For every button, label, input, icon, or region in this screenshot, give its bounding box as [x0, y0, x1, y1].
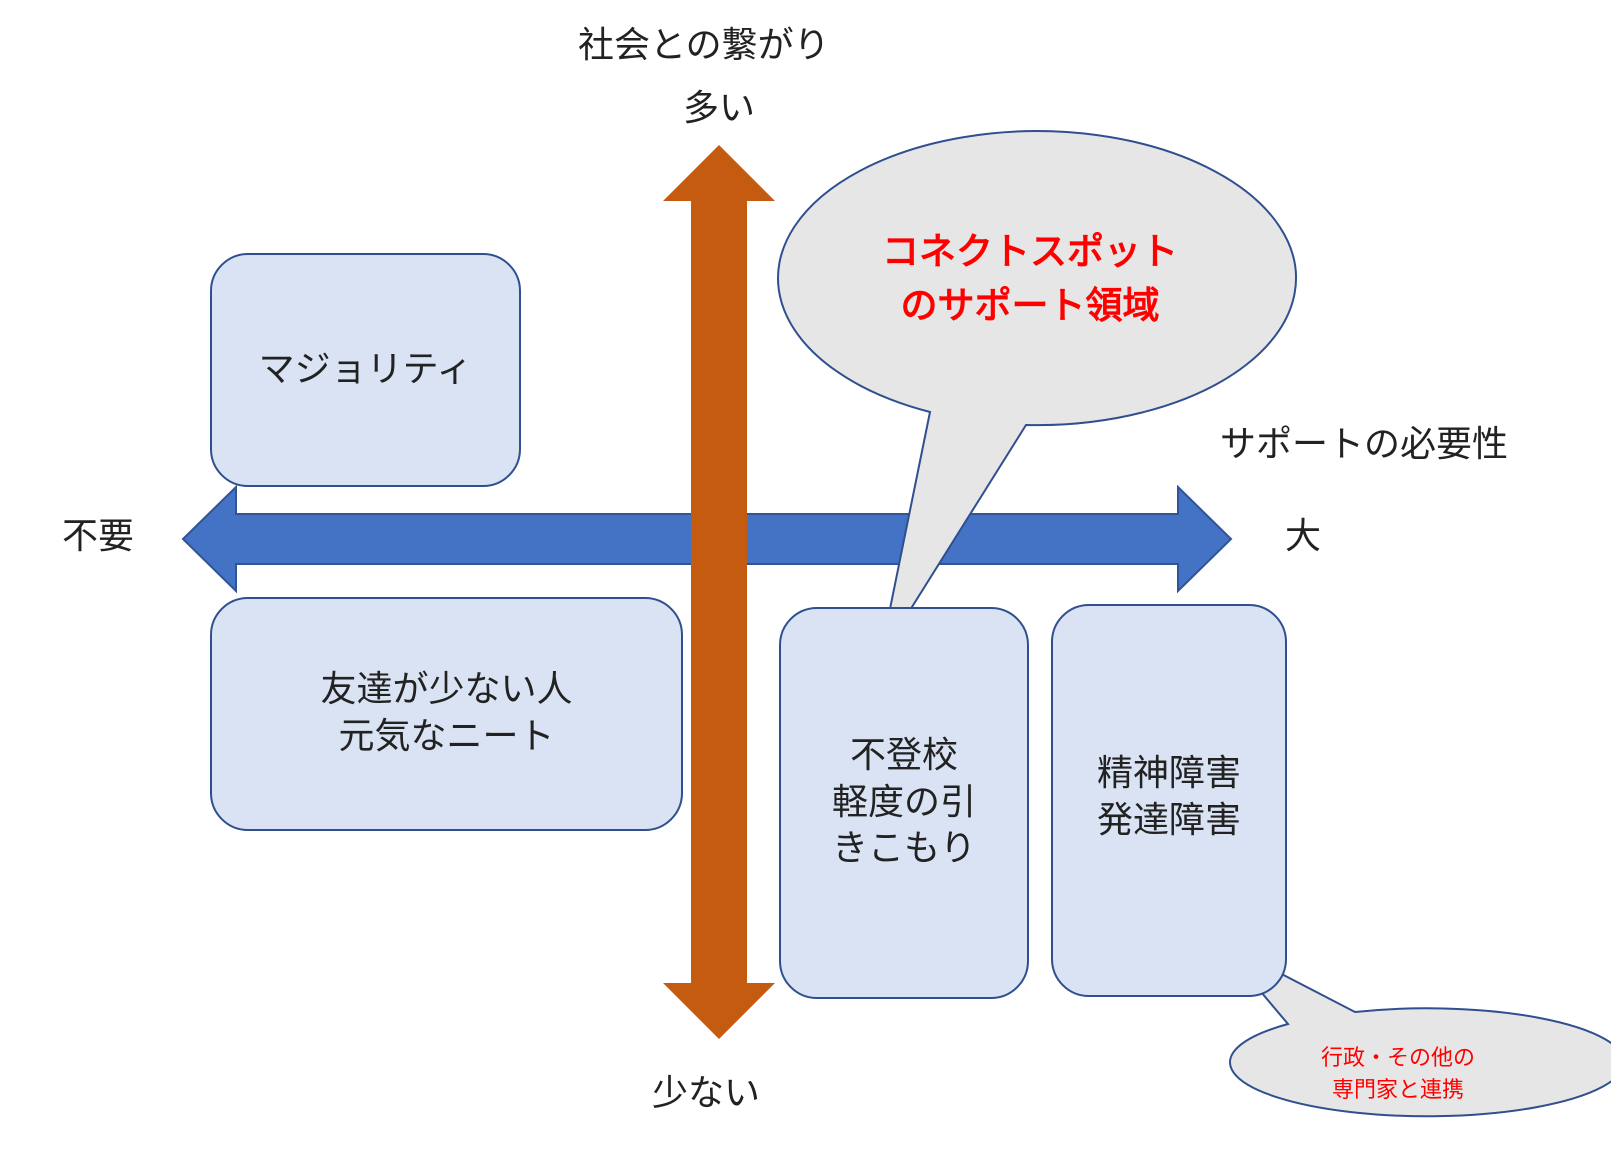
secondary-callout-text: 行政・その他の 専門家と連携 — [1320, 1046, 1475, 1103]
vertical-axis-arrow — [663, 145, 775, 1039]
truancy-label: 不登校 軽度の引 きこもり — [831, 734, 976, 870]
horizontal-axis-right-label: 大 — [1285, 516, 1322, 557]
secondary-callout-bubble — [1217, 940, 1611, 1118]
majority-label: マジョリティ — [258, 348, 473, 390]
disability-box: 精神障害 発達障害 — [1051, 604, 1287, 997]
disability-label: 精神障害 発達障害 — [1096, 753, 1241, 841]
main-callout-text: コネクトスポット のサポート領域 — [882, 230, 1178, 327]
few-friends-label: 友達が少ない人 元気なニート — [320, 669, 573, 757]
vertical-axis-bottom-label: 少ない — [652, 1073, 761, 1114]
vertical-axis-top-label: 多い — [683, 88, 756, 129]
horizontal-axis-title: サポートの必要性 — [1220, 424, 1509, 465]
horizontal-axis-left-label: 不要 — [62, 516, 135, 557]
main-callout-bubble — [777, 130, 1297, 659]
vertical-axis-title: 社会との繋がり — [578, 25, 830, 66]
majority-box: マジョリティ — [210, 253, 521, 487]
truancy-box: 不登校 軽度の引 きこもり — [779, 607, 1029, 999]
few-friends-box: 友達が少ない人 元気なニート — [210, 597, 683, 831]
